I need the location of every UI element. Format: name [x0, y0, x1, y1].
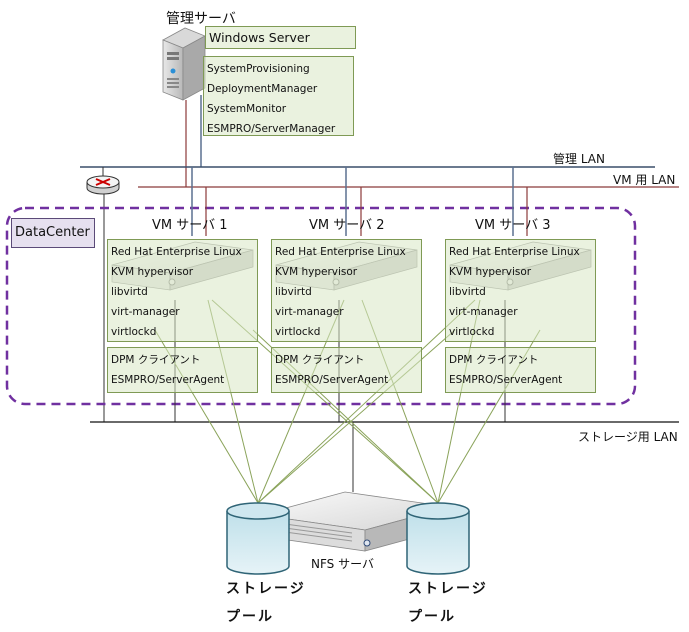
agent-item: ESMPRO/ServerAgent [449, 374, 563, 386]
storage-pool-cylinder-1 [226, 502, 290, 575]
os-label: Windows Server [209, 30, 310, 45]
stack-item: virt-manager [275, 306, 344, 318]
stack-item: virtlockd [111, 326, 157, 338]
router-icon [86, 167, 120, 195]
stack-item: KVM hypervisor [275, 266, 358, 278]
stack-item: Red Hat Enterprise Linux [449, 246, 580, 258]
mgmt-software-box: SystemProvisioning DeploymentManager Sys… [203, 56, 354, 136]
vm-stack-box: Red Hat Enterprise Linux KVM hypervisor … [107, 239, 258, 342]
vm-agent-box: DPM クライアント ESMPRO/ServerAgent [271, 347, 422, 393]
agent-item: DPM クライアント [449, 354, 539, 366]
vm-agent-box: DPM クライアント ESMPRO/ServerAgent [445, 347, 596, 393]
storage-lan-label: ストレージ用 LAN [578, 430, 678, 444]
software-item: SystemProvisioning [207, 63, 310, 75]
stack-item: libvirtd [449, 286, 486, 298]
storage-pool-label-2: ストレージ [408, 581, 488, 597]
storage-pool-label-1b: プール [226, 609, 274, 625]
agent-item: DPM クライアント [275, 354, 365, 366]
stack-item: Red Hat Enterprise Linux [111, 246, 242, 258]
stack-item: virt-manager [111, 306, 180, 318]
datacenter-label: DataCenter [11, 218, 95, 248]
storage-link [257, 329, 456, 504]
mgmt-server-title: 管理サーバ [166, 11, 236, 27]
stack-item: virt-manager [449, 306, 518, 318]
stack-item: virtlockd [275, 326, 321, 338]
storage-pool-cylinder-2 [406, 502, 470, 575]
mgmt-lan-label: 管理 LAN [553, 152, 605, 166]
agent-item: ESMPRO/ServerAgent [111, 374, 225, 386]
vm-stack-box: Red Hat Enterprise Linux KVM hypervisor … [445, 239, 596, 342]
stack-item: KVM hypervisor [449, 266, 532, 278]
vm-server-title: VM サーバ 1 [152, 218, 228, 233]
os-box: Windows Server [205, 26, 356, 49]
storage-pool-label-1: ストレージ [226, 581, 306, 597]
datacenter-boundary [5, 206, 637, 406]
software-item: ESMPRO/ServerManager [207, 123, 336, 135]
storage-pool-label-2b: プール [408, 609, 456, 625]
stack-item: Red Hat Enterprise Linux [275, 246, 406, 258]
software-item: DeploymentManager [207, 83, 318, 95]
software-item: SystemMonitor [207, 103, 287, 115]
storage-link [257, 299, 476, 504]
vm-stack-box: Red Hat Enterprise Linux KVM hypervisor … [271, 239, 422, 342]
vm-server-title: VM サーバ 3 [475, 218, 551, 233]
stack-item: virtlockd [449, 326, 495, 338]
stack-item: KVM hypervisor [111, 266, 194, 278]
agent-item: DPM クライアント [111, 354, 201, 366]
stack-item: libvirtd [275, 286, 312, 298]
nfs-server-label: NFS サーバ [311, 557, 374, 571]
stack-item: libvirtd [111, 286, 148, 298]
vm-agent-box: DPM クライアント ESMPRO/ServerAgent [107, 347, 258, 393]
management-server-icon [162, 27, 206, 101]
agent-item: ESMPRO/ServerAgent [275, 374, 389, 386]
vm-lan-label: VM 用 LAN [613, 173, 676, 187]
vm-server-title: VM サーバ 2 [309, 218, 385, 233]
